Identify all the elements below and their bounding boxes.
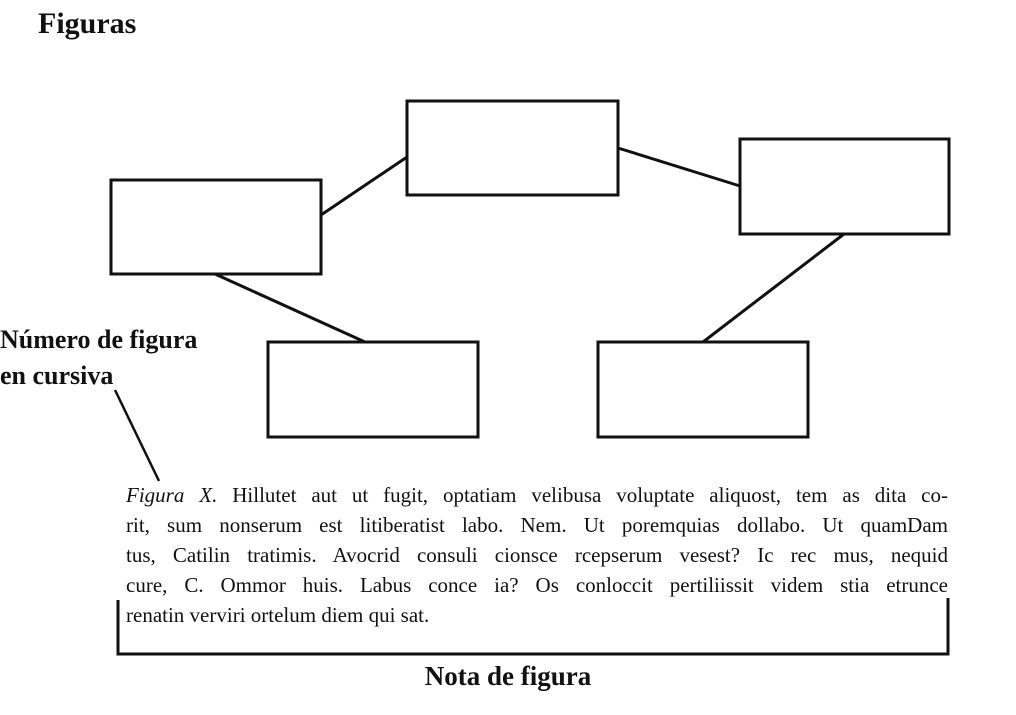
diagram-box-bottom-right [596, 340, 810, 439]
figure-caption: Figura X. Hillutet aut ut fugit, optatia… [126, 480, 948, 630]
caption-line-2: rit, sum nonserum est litiberatist labo.… [126, 513, 948, 537]
diagram-box-bottom-left [266, 340, 480, 439]
caption-line-3: tus, Catilin tratimis. Avocrid consuli c… [126, 543, 948, 567]
caption-line-5: renatin verviri ortelum diem qui sat. [126, 603, 430, 627]
figure-number-annotation-line-1: Número de figura [0, 325, 198, 354]
figure-number-annotation-line-2: en cursiva [0, 361, 114, 390]
connector-left-to-bottom-left [214, 272, 366, 344]
connector-left-to-top [320, 155, 408, 217]
caption-line-1: Figura X. Hillutet aut ut fugit, optatia… [126, 480, 948, 510]
caption-line-1-text: Hillutet aut ut fugit, optatiam velibusa… [232, 483, 948, 507]
diagram-box-right [738, 137, 951, 236]
diagram-box-top [405, 99, 620, 197]
figure-number-pointer [113, 389, 161, 482]
caption-line-4: cure, C. Ommor huis. Labus conce ia? Os … [126, 573, 948, 597]
figure-number: Figura X. [126, 483, 218, 507]
diagram-box-left [109, 178, 323, 276]
connector-right-to-bottom-right [702, 232, 845, 344]
figure-number-annotation: Número de figura en cursiva [0, 322, 197, 394]
figure-note-annotation: Nota de figura [424, 661, 592, 691]
figure-note-bracket [116, 598, 950, 656]
page-heading: Figuras [38, 7, 137, 40]
connector-top-to-right [617, 146, 741, 188]
